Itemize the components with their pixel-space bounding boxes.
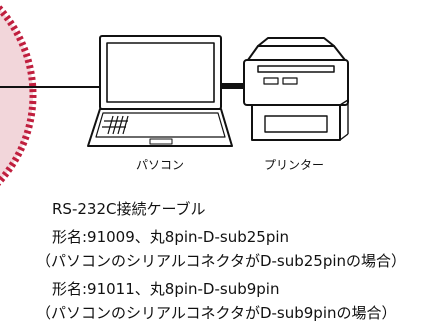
- printer-cable: [221, 83, 244, 89]
- pc-label: パソコン: [136, 158, 185, 172]
- model-91011-note: （パソコンのシリアルコネクタがD-sub9pinの場合）: [36, 304, 397, 322]
- laptop-icon: [87, 35, 233, 147]
- model-91011: 形名:91011、丸8pin-D-sub9pin: [52, 280, 280, 298]
- printer-icon: [243, 37, 349, 141]
- model-91009-note: （パソコンのシリアルコネクタがD-sub25pinの場合）: [36, 252, 407, 270]
- cable-title: RS-232C接続ケーブル: [52, 200, 206, 218]
- zoom-circle: [0, 4, 37, 186]
- printer-label: プリンター: [264, 158, 325, 172]
- model-91009: 形名:91009、丸8pin-D-sub25pin: [52, 228, 290, 246]
